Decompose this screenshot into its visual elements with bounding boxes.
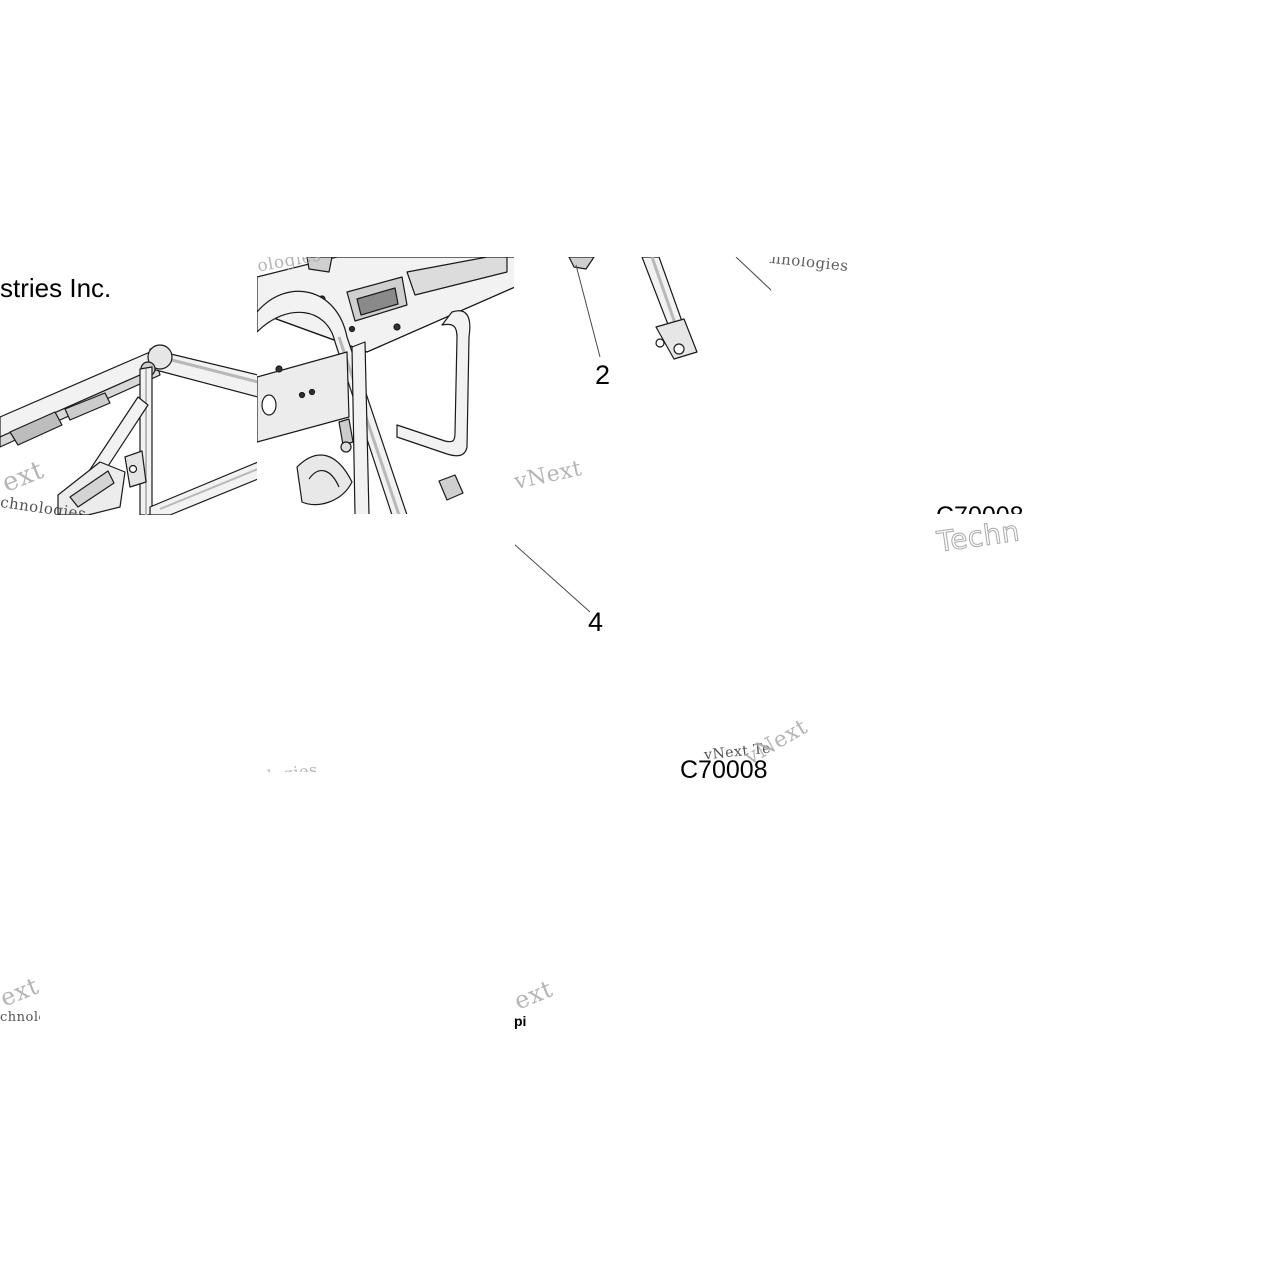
center-frame-drawing [257, 257, 515, 515]
diagram-tile-fragment-left: ext chnologies [0, 970, 40, 1030]
diagram-tile-left-frame: stries Inc. ext chnologies [0, 257, 258, 515]
watermark-text: ext [0, 971, 40, 1013]
watermark-text: Techn [935, 514, 1023, 559]
watermark-text: ologies [257, 760, 319, 772]
right-edge-drawing [771, 290, 772, 291]
right-post-drawing [568, 257, 772, 360]
diagram-tile-right-post: 2 hnologies vNext [514, 257, 772, 515]
watermark-text: ext [514, 975, 554, 1016]
diagram-tile-right-edge: hnologies C70008 [771, 257, 1029, 515]
callout-number: 4 [588, 607, 604, 637]
watermark-text: chnologies [0, 1010, 40, 1025]
diagram-tile-fragment-center: ext pi [514, 975, 554, 1030]
watermark-text: pi [514, 1013, 527, 1029]
figure-code: C70008 [680, 756, 768, 778]
diagram-tile-code-center: vNext Te vNext C70008 [642, 700, 842, 778]
left-frame-drawing [0, 344, 258, 515]
figure-code: C70008 [936, 502, 1024, 515]
callout-number: 2 [595, 360, 611, 390]
copyright-text: stries Inc. [0, 273, 112, 303]
diagram-tile-bottom-left: ologies [257, 514, 515, 772]
callout-4-leader [514, 543, 591, 613]
diagram-tile-center-frame: ologies [257, 257, 515, 515]
